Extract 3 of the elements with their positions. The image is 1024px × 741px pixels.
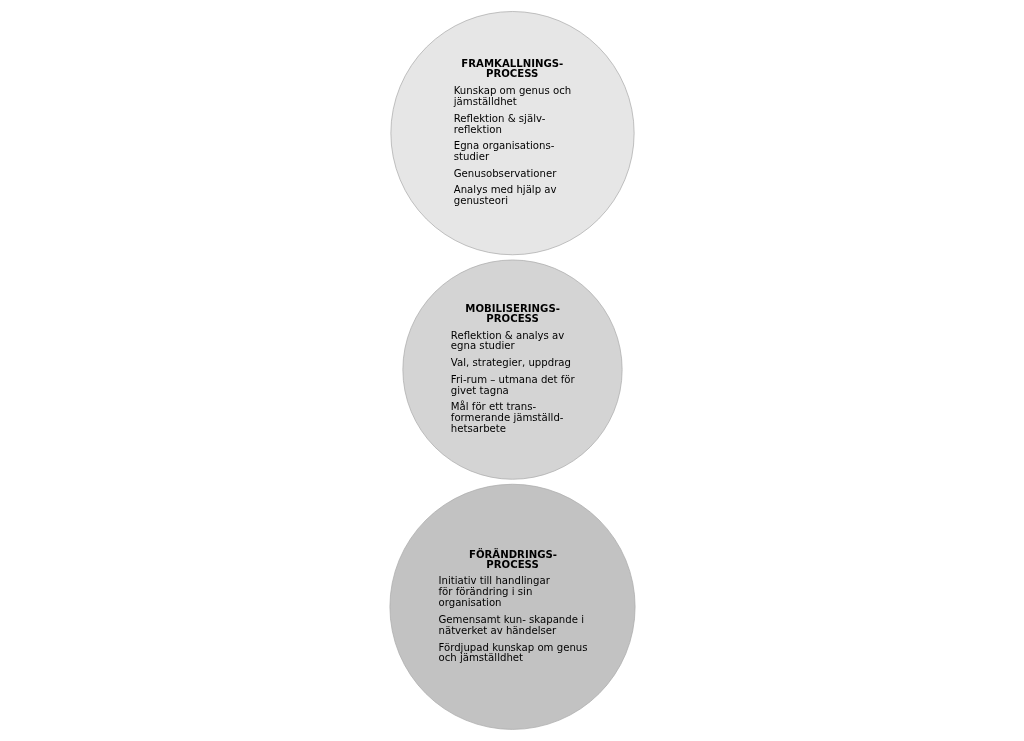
node-circle: FRAMKALLNINGS- PROCESS Kunskap om genus och jämställdhet Reflektion & själv- reflektion Egna organisations- studier Genusobservationer Analys med hjälp av genusteori bbox=[390, 11, 634, 256]
node-circle: FÖRÄNDRINGS- PROCESS Initiativ till handlingar för förändring i sin organisation Gemensamt kun- skapande i nätverket av händelser Fördjupad kunskap om genus och jämställdhet bbox=[389, 483, 635, 730]
node-circle: MOBILISERINGS- PROCESS Reflektion & analys av egna studier Val, strategier, uppdrag Fri-rum – utmana det för givet tagna Mål för ett trans- formerande jämställd- hetsarbete bbox=[402, 259, 622, 480]
